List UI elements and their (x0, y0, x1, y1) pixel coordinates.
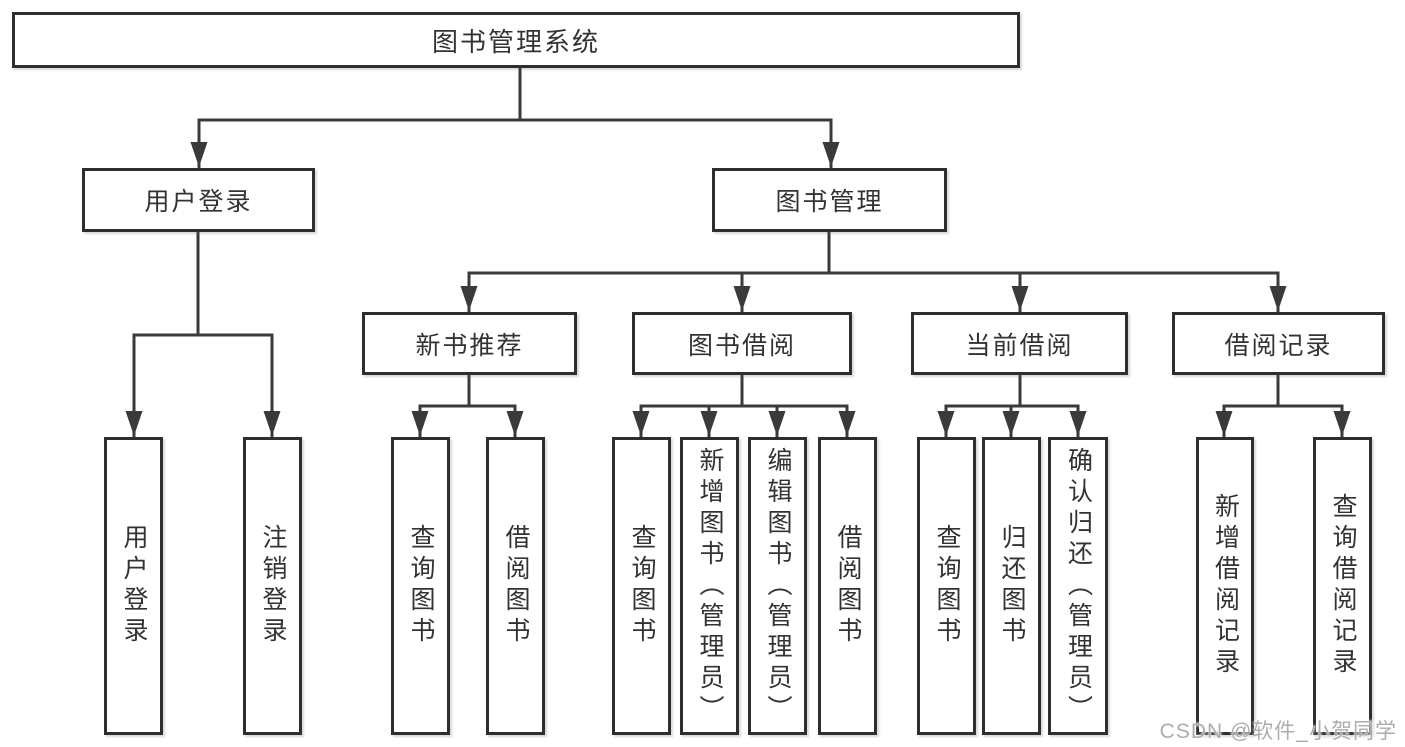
node-new-book-recommendation: 新书推荐 (362, 312, 577, 375)
node-add-borrow-record: 新增借阅记录 (1196, 437, 1254, 735)
node-label: 当前借阅 (965, 331, 1074, 360)
node-current-borrowing: 当前借阅 (911, 312, 1128, 375)
node-label: 图书借阅 (687, 331, 796, 360)
node-user-login-leaf: 用户登录 (104, 437, 163, 735)
node-return-books: 归还图书 (982, 437, 1041, 735)
node-label: 借阅记录 (1224, 331, 1333, 360)
node-label: 查询图书 (933, 524, 961, 648)
node-label: 确认归还（管理员） (1064, 446, 1093, 726)
node-label: 编辑图书（管理员） (764, 446, 792, 726)
node-label: 归还图书 (998, 524, 1026, 648)
node-borrow-books-borrowing: 借阅图书 (818, 437, 877, 735)
node-library-management-system: 图书管理系统 (12, 12, 1020, 68)
node-label: 新书推荐 (415, 331, 524, 360)
node-label: 借阅图书 (502, 524, 530, 648)
node-label: 新增图书（管理员） (696, 446, 724, 726)
node-query-borrow-record: 查询借阅记录 (1313, 437, 1372, 735)
csdn-watermark: CSDN @软件_小贺同学 (1159, 720, 1397, 743)
node-add-books-admin: 新增图书（管理员） (680, 437, 739, 735)
node-query-books-borrowing: 查询图书 (612, 437, 671, 735)
node-label: 图书管理 (775, 188, 884, 216)
node-label: 用户登录 (120, 524, 148, 648)
node-label: 注销登录 (259, 524, 287, 648)
node-book-borrowing: 图书借阅 (632, 312, 852, 375)
node-label: 查询图书 (407, 524, 435, 648)
node-confirm-return-admin: 确认归还（管理员） (1048, 437, 1108, 735)
node-query-books-recommend: 查询图书 (391, 437, 450, 735)
node-borrowing-records: 借阅记录 (1172, 312, 1385, 375)
node-label: 查询图书 (628, 524, 656, 648)
node-borrow-books-recommend: 借阅图书 (486, 437, 545, 735)
node-label: 新增借阅记录 (1211, 493, 1240, 679)
node-user-login: 用户登录 (82, 168, 315, 232)
node-label: 图书管理系统 (431, 26, 600, 57)
node-book-management: 图书管理 (712, 168, 947, 232)
node-query-books-current: 查询图书 (917, 437, 976, 735)
node-label: 查询借阅记录 (1329, 493, 1357, 679)
node-logout: 注销登录 (243, 437, 302, 735)
node-edit-books-admin: 编辑图书（管理员） (748, 437, 807, 735)
node-label: 借阅图书 (834, 524, 862, 648)
node-label: 用户登录 (144, 188, 253, 216)
